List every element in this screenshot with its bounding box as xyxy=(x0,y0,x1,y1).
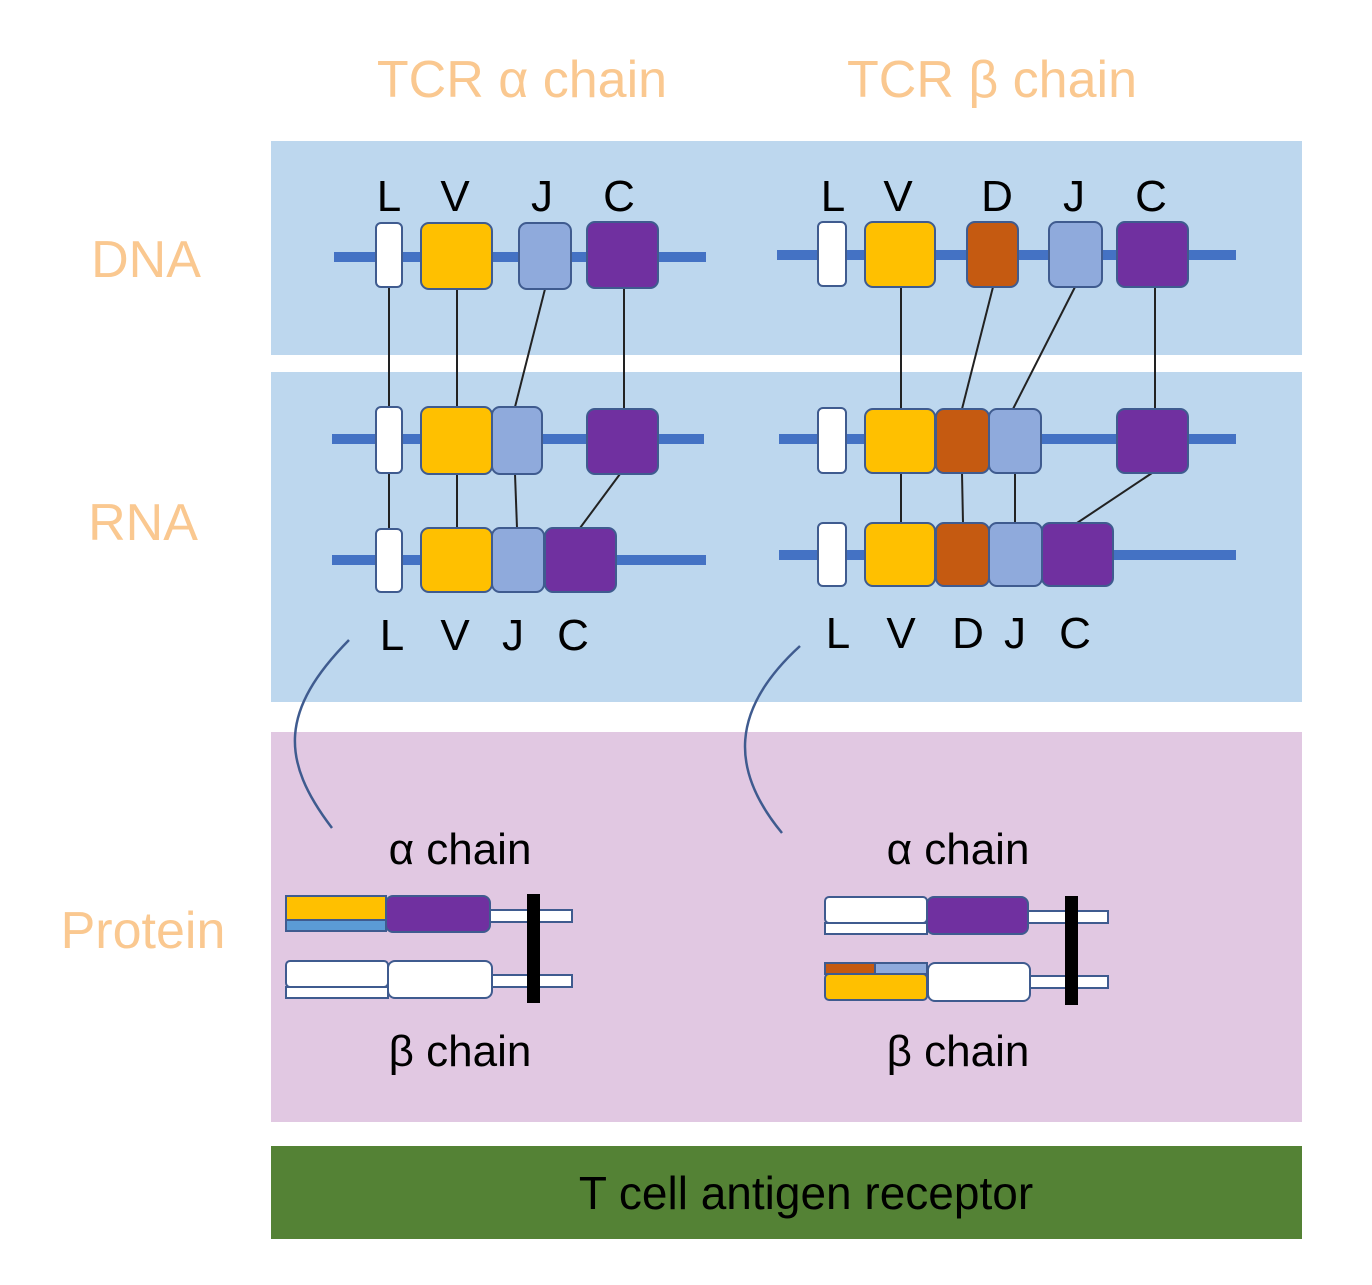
beta-connectors xyxy=(900,286,1156,524)
alpha-rna-label-v: V xyxy=(440,611,470,660)
header-alpha: TCR α chain xyxy=(377,51,667,109)
beta-rna-label-d: D xyxy=(952,609,984,658)
beta-rna1-segment-j xyxy=(988,408,1042,474)
protein-left-membrane-bar xyxy=(527,894,540,1003)
beta-rna1-segment-c xyxy=(1116,408,1189,474)
beta-dna-label-v: V xyxy=(883,172,913,221)
beta-rna1-segment-d xyxy=(935,408,990,474)
alpha-dna-label-j: J xyxy=(531,172,553,221)
alpha-dna-segment-j xyxy=(518,222,572,290)
alpha-rna-label-c: C xyxy=(557,611,589,660)
beta-dna-segment-j xyxy=(1048,221,1103,288)
alpha-dna-segment-c xyxy=(586,221,659,289)
alpha-connectors xyxy=(388,287,625,529)
beta-dna-segment-l xyxy=(817,221,847,287)
alpha-translation-curve xyxy=(293,639,350,829)
beta-rna2-segment-d xyxy=(935,522,990,587)
beta-dna-label-j: J xyxy=(1063,172,1085,221)
receptor-band xyxy=(271,1146,1302,1239)
alpha-rna2-segment-v xyxy=(420,527,493,593)
protein-right-alpha-chain xyxy=(824,896,1109,935)
beta-rna2-segment-l xyxy=(817,522,847,587)
alpha-dna-segment-v xyxy=(420,222,493,290)
beta-rna1-segment-l xyxy=(817,407,847,474)
beta-rna2-segment-v xyxy=(864,522,936,587)
beta-dna-segment-d xyxy=(966,221,1019,288)
protein-right-alpha-label: α chain xyxy=(887,825,1030,874)
beta-rna-label-j: J xyxy=(1004,609,1026,658)
alpha-dna-label-c: C xyxy=(603,172,635,221)
beta-rna2-segment-c xyxy=(1041,522,1114,587)
protein-right-beta-label: β chain xyxy=(887,1027,1030,1076)
protein-right-membrane-bar xyxy=(1065,896,1078,1005)
beta-rna-label-v: V xyxy=(886,609,916,658)
row-label-protein: Protein xyxy=(61,902,226,960)
alpha-rna-label-j: J xyxy=(502,611,524,660)
protein-left-alpha-chain xyxy=(285,895,573,933)
beta-dna-label-d: D xyxy=(981,172,1013,221)
beta-rna2-segment-j xyxy=(988,522,1043,587)
protein-left-beta-label: β chain xyxy=(389,1027,532,1076)
beta-dna-label-l: L xyxy=(821,172,845,221)
alpha-rna1-segment-j xyxy=(491,406,543,475)
beta-dna-segment-v xyxy=(864,221,936,288)
alpha-rna1-segment-l xyxy=(375,406,403,474)
alpha-rna1-segment-v xyxy=(420,406,493,475)
beta-rna1-segment-v xyxy=(864,408,936,474)
beta-translation-curve xyxy=(743,645,801,834)
beta-dna-segment-c xyxy=(1116,221,1189,288)
alpha-rna2-segment-c xyxy=(544,527,617,593)
row-label-dna: DNA xyxy=(91,231,201,289)
protein-right-beta-chain xyxy=(824,962,1109,1002)
alpha-dna-label-v: V xyxy=(440,172,470,221)
beta-rna-label-l: L xyxy=(826,609,850,658)
receptor-label: T cell antigen receptor xyxy=(579,1167,1033,1219)
protein-left-alpha-label: α chain xyxy=(389,825,532,874)
alpha-rna2-segment-l xyxy=(375,528,403,593)
alpha-rna2-segment-j xyxy=(491,527,545,593)
alpha-dna-label-l: L xyxy=(377,172,401,221)
alpha-dna-segment-l xyxy=(375,222,403,288)
beta-dna-label-c: C xyxy=(1135,172,1167,221)
alpha-rna1-segment-c xyxy=(586,408,659,475)
row-label-rna: RNA xyxy=(88,494,198,552)
alpha-rna-label-l: L xyxy=(380,611,404,660)
beta-rna-label-c: C xyxy=(1059,609,1091,658)
header-beta: TCR β chain xyxy=(847,51,1137,109)
